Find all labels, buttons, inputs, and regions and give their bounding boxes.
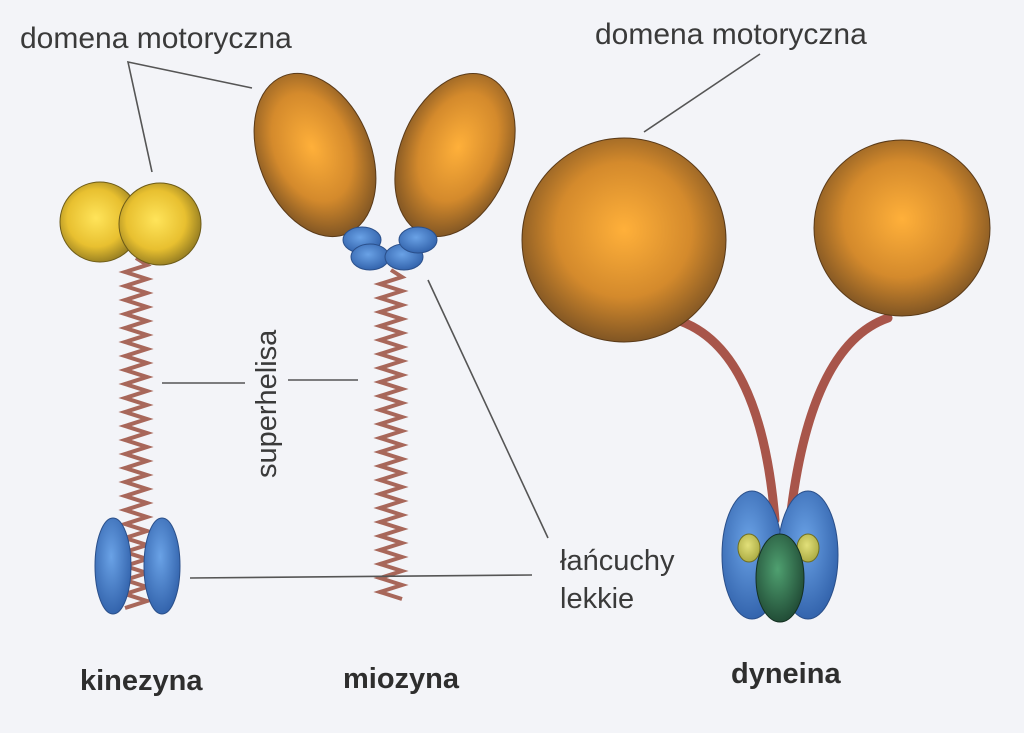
myosin — [231, 55, 538, 599]
kinesin-motor-head-right — [119, 183, 201, 265]
label-kinesin: kinezyna — [80, 665, 203, 697]
leader-motor-domain-dynein — [644, 54, 760, 132]
kinesin-light-chain-right — [144, 518, 180, 614]
dynein-intermediate-chain-left — [738, 534, 760, 562]
leader-light-chains-kinesin — [190, 575, 532, 578]
dynein-stalk-right — [790, 318, 888, 520]
dynein-motor-head-right — [814, 140, 990, 316]
myosin-motor-head-right — [372, 56, 538, 255]
leader-motor-domain-kinesin — [128, 62, 252, 172]
label-superhelix: superhelisa — [251, 329, 283, 478]
dynein-stalk-left — [670, 318, 775, 520]
leader-light-chains-myosin — [428, 280, 548, 538]
kinesin — [60, 182, 201, 614]
label-light-chains-line2: lekkie — [560, 583, 634, 615]
label-dynein: dyneina — [731, 658, 841, 690]
label-light-chains-line1: łańcuchy — [560, 545, 675, 577]
kinesin-light-chain-left — [95, 518, 131, 614]
label-myosin: miozyna — [343, 663, 460, 695]
myosin-coiled-coil — [380, 270, 402, 599]
dynein-motor-head-left — [522, 138, 726, 342]
dynein-core-subunit — [756, 534, 804, 622]
myosin-light-chain-4 — [399, 227, 437, 253]
myosin-motor-head-left — [231, 55, 399, 255]
label-motor-domain-right: domena motoryczna — [595, 18, 867, 51]
label-motor-domain-left: domena motoryczna — [20, 22, 292, 55]
myosin-light-chain-2 — [351, 244, 389, 270]
